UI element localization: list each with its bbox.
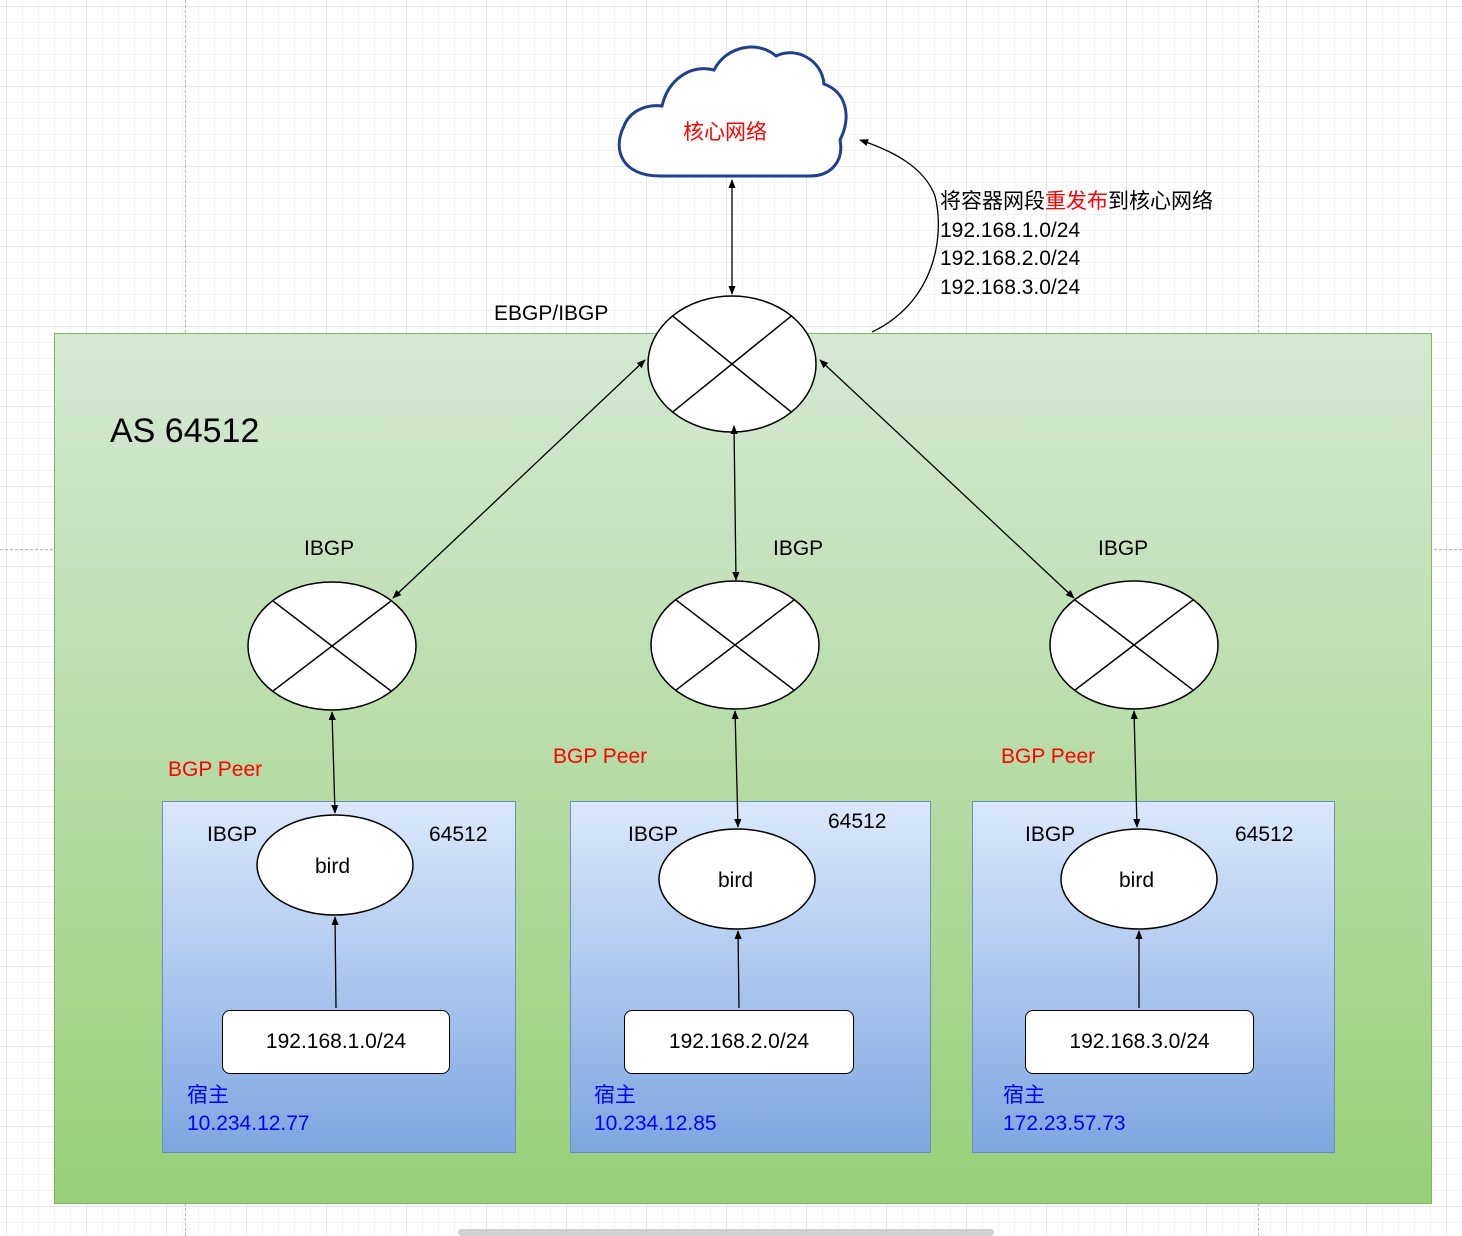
subnet-2-label: 192.168.2.0/24 xyxy=(668,1030,810,1053)
host-2-title: 宿主 xyxy=(594,1084,636,1107)
host-2-asn: 64512 xyxy=(828,810,887,833)
router-2-label: IBGP xyxy=(773,537,824,560)
as-label: AS 64512 xyxy=(110,412,260,450)
subnet-box-1[interactable]: 192.168.1.0/24 xyxy=(222,1010,450,1074)
core-router-label: EBGP/IBGP xyxy=(494,302,609,325)
host-1-title: 宿主 xyxy=(187,1084,229,1107)
core-router-icon[interactable] xyxy=(647,295,817,433)
subnet-1-label: 192.168.1.0/24 xyxy=(265,1030,407,1053)
host-1-asn: 64512 xyxy=(429,823,488,846)
note-route-3: 192.168.3.0/24 xyxy=(940,275,1081,299)
bird-node-1[interactable] xyxy=(256,814,414,916)
redistribute-note: 将容器网段重发布到核心网络 192.168.1.0/24 192.168.2.0… xyxy=(940,188,1213,302)
host-3-ibgp-label: IBGP xyxy=(1025,823,1076,846)
core-router2-link[interactable] xyxy=(730,425,740,581)
redistribute-curve[interactable] xyxy=(859,139,939,333)
router3-bird3-link[interactable] xyxy=(1130,710,1141,828)
core-network-cloud[interactable] xyxy=(617,45,848,178)
router1-bird1-link[interactable] xyxy=(328,711,339,814)
router-3-label: IBGP xyxy=(1098,537,1149,560)
core-router1-link[interactable] xyxy=(392,359,646,599)
bird-3-label: bird xyxy=(1119,869,1155,892)
bird-node-2[interactable] xyxy=(658,828,816,930)
note-route-2: 192.168.2.0/24 xyxy=(940,247,1081,270)
host-3-ip: 172.23.57.73 xyxy=(1003,1112,1126,1135)
ibgp-router-2-icon[interactable] xyxy=(650,580,820,710)
bgp-peer-label-1: BGP Peer xyxy=(168,758,263,781)
host-1-ip: 10.234.12.77 xyxy=(187,1112,310,1135)
bgp-peer-label-3: BGP Peer xyxy=(1001,745,1096,768)
host-3-title: 宿主 xyxy=(1003,1084,1045,1107)
router2-bird2-link[interactable] xyxy=(731,710,742,828)
host-1-info: 宿主 10.234.12.77 xyxy=(187,1082,310,1138)
router-1-label: IBGP xyxy=(304,537,355,560)
note-title: 将容器网段重发布到核心网络 xyxy=(940,190,1213,213)
ibgp-router-3-icon[interactable] xyxy=(1049,580,1219,710)
subnet-box-2[interactable]: 192.168.2.0/24 xyxy=(624,1010,854,1074)
horizontal-scrollbar[interactable] xyxy=(458,1229,994,1236)
cloud-label: 核心网络 xyxy=(683,121,767,144)
subnet-3-label: 192.168.3.0/24 xyxy=(1069,1030,1210,1053)
core-router3-link[interactable] xyxy=(819,359,1075,599)
host-3-info: 宿主 172.23.57.73 xyxy=(1003,1082,1126,1138)
host-3-asn: 64512 xyxy=(1235,823,1294,846)
host-2-info: 宿主 10.234.12.85 xyxy=(594,1082,717,1138)
ibgp-router-1-icon[interactable] xyxy=(247,581,417,711)
bird-node-3[interactable] xyxy=(1060,828,1218,930)
host-2-ibgp-label: IBGP xyxy=(628,823,679,846)
subnet1-bird1-arrow[interactable] xyxy=(331,916,339,1009)
subnet-box-3[interactable]: 192.168.3.0/24 xyxy=(1025,1010,1254,1074)
note-highlight: 重发布 xyxy=(1045,190,1108,213)
bird-2-label: bird xyxy=(718,869,754,892)
bgp-peer-label-2: BGP Peer xyxy=(553,745,648,768)
host-1-ibgp-label: IBGP xyxy=(207,823,258,846)
host-2-ip: 10.234.12.85 xyxy=(594,1112,717,1135)
subnet2-bird2-arrow[interactable] xyxy=(734,930,742,1009)
bird-1-label: bird xyxy=(315,855,351,878)
note-route-1: 192.168.1.0/24 xyxy=(940,218,1081,242)
